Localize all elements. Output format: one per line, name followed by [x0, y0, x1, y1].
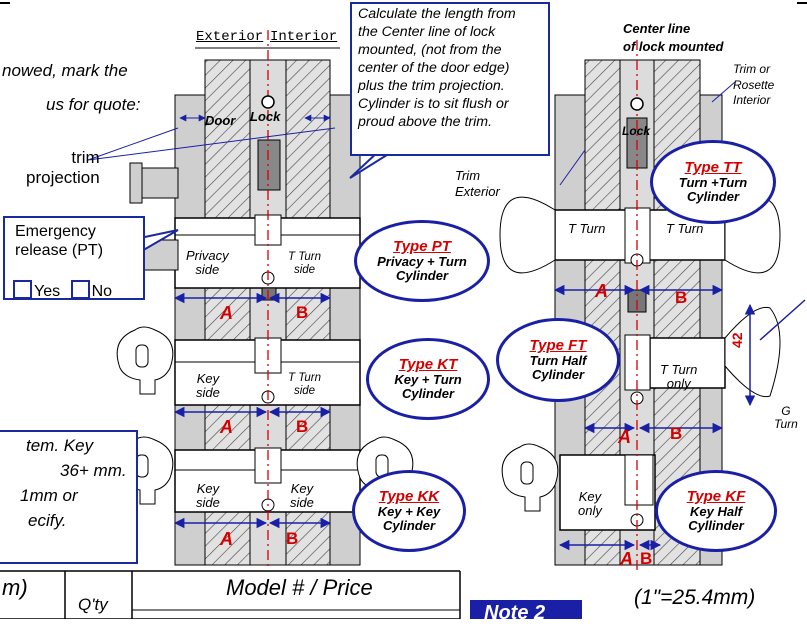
trim-exterior-label: Trim Exterior — [455, 168, 500, 200]
type-pt-desc: Privacy + Turn Cylinder — [377, 253, 467, 283]
type-tt-oval[interactable]: Type TT Turn +Turn Cylinder — [650, 140, 776, 224]
system-note-box: tem. Key 36+ mm. 1mm or ecify. — [0, 430, 138, 564]
t-turn-label-left: T Turn — [568, 221, 606, 236]
type-ft-name: Type FT — [529, 336, 587, 354]
no-label: No — [91, 283, 113, 300]
type-kk-desc: Key + Key Cylinder — [377, 503, 441, 533]
trim-projection-label: trim projection — [26, 148, 100, 187]
t-turn-side-label-1: T Turn side — [288, 251, 322, 276]
quote-table — [0, 570, 582, 619]
type-ft-desc: Turn Half Cylinder — [529, 352, 587, 382]
calculation-callout: Calculate the length from the Center lin… — [350, 2, 550, 156]
exterior-label: Exterior — [196, 29, 264, 45]
key-only-label: Key only — [578, 489, 602, 519]
type-kt-oval[interactable]: Type KT Key + Turn Cylinder — [366, 338, 490, 420]
t-turn-label-right: T Turn — [666, 221, 704, 236]
lock-label: Lock — [250, 109, 281, 124]
type-kk-oval[interactable]: Type KK Key + Key Cylinder — [352, 470, 466, 552]
center-line-label: Center line of lock mounted — [623, 21, 724, 54]
dim-a-1: A — [220, 303, 233, 323]
dim-b-4: B — [675, 288, 688, 307]
dim-a-2: A — [220, 417, 233, 437]
yes-label: Yes — [34, 283, 61, 300]
dim-b-2: B — [296, 417, 309, 436]
dim-a-4: A — [595, 281, 608, 301]
trim-rosette-label: Trim or Rosette Interior — [733, 62, 775, 108]
emergency-release-box: Emergency release (PT) Yes No — [3, 216, 145, 300]
left-door-section — [87, 30, 414, 570]
emergency-label: Emergency release (PT) — [15, 223, 104, 260]
type-kk-name: Type KK — [378, 487, 440, 505]
type-tt-desc: Turn +Turn Cylinder — [678, 174, 748, 204]
callout-text: Calculate the length from the Center lin… — [358, 6, 516, 131]
t-turn-only-label: T Turn only — [660, 362, 698, 392]
type-kt-desc: Key + Turn Cylinder — [394, 371, 462, 401]
table-qty-header: Q'ty — [78, 595, 108, 614]
dim-b-5: B — [670, 424, 683, 443]
privacy-side-label: Privacy side — [186, 248, 229, 278]
instruction-line2: us for quote: — [46, 95, 141, 114]
scale-note: (1"=25.4mm) — [634, 586, 756, 609]
yes-checkbox[interactable] — [13, 280, 32, 299]
table-col1-header: m) — [2, 575, 28, 600]
g-turn-label: G Turn — [774, 404, 798, 432]
system-note-line4: ecify. — [28, 510, 67, 530]
dim-a-6: A — [620, 549, 633, 569]
key-side-label-3: Key side — [290, 481, 314, 511]
table-model-header: Model # / Price — [226, 575, 373, 600]
interior-label: Interior — [270, 29, 338, 45]
type-kf-desc: Key Half Cyllinder — [688, 503, 744, 533]
t-turn-side-label-2: T Turn side — [288, 372, 322, 397]
type-kf-name: Type KF — [686, 487, 746, 505]
system-note-line3: 1mm or — [20, 485, 78, 505]
door-label: Door — [205, 113, 236, 128]
dim-b-6: B — [640, 549, 653, 568]
dim-a-5: A — [618, 427, 631, 447]
type-tt-name: Type TT — [684, 158, 742, 176]
type-pt-oval[interactable]: Type PT Privacy + Turn Cylinder — [354, 220, 490, 302]
dim-42-label: 42 — [729, 332, 745, 348]
dim-b-1: B — [296, 303, 309, 322]
system-note-line1: tem. Key — [26, 436, 94, 455]
key-side-label-1: Key side — [196, 371, 220, 401]
note-2-label: Note 2 — [484, 602, 546, 624]
lock-label-right: Lock — [622, 124, 651, 138]
right-door-section — [499, 40, 806, 570]
system-note-line2: 36+ mm. — [60, 460, 127, 480]
type-ft-oval[interactable]: Type FT Turn Half Cylinder — [496, 318, 620, 402]
type-pt-name: Type PT — [393, 237, 451, 255]
dim-b-3: B — [286, 529, 299, 548]
no-checkbox[interactable] — [70, 280, 90, 299]
type-kf-oval[interactable]: Type KF Key Half Cyllinder — [655, 470, 777, 552]
type-kt-name: Type KT — [398, 355, 458, 373]
key-side-label-2: Key side — [196, 481, 220, 511]
instruction-line1: nowed, mark the — [2, 61, 128, 80]
dim-a-3: A — [220, 529, 233, 549]
